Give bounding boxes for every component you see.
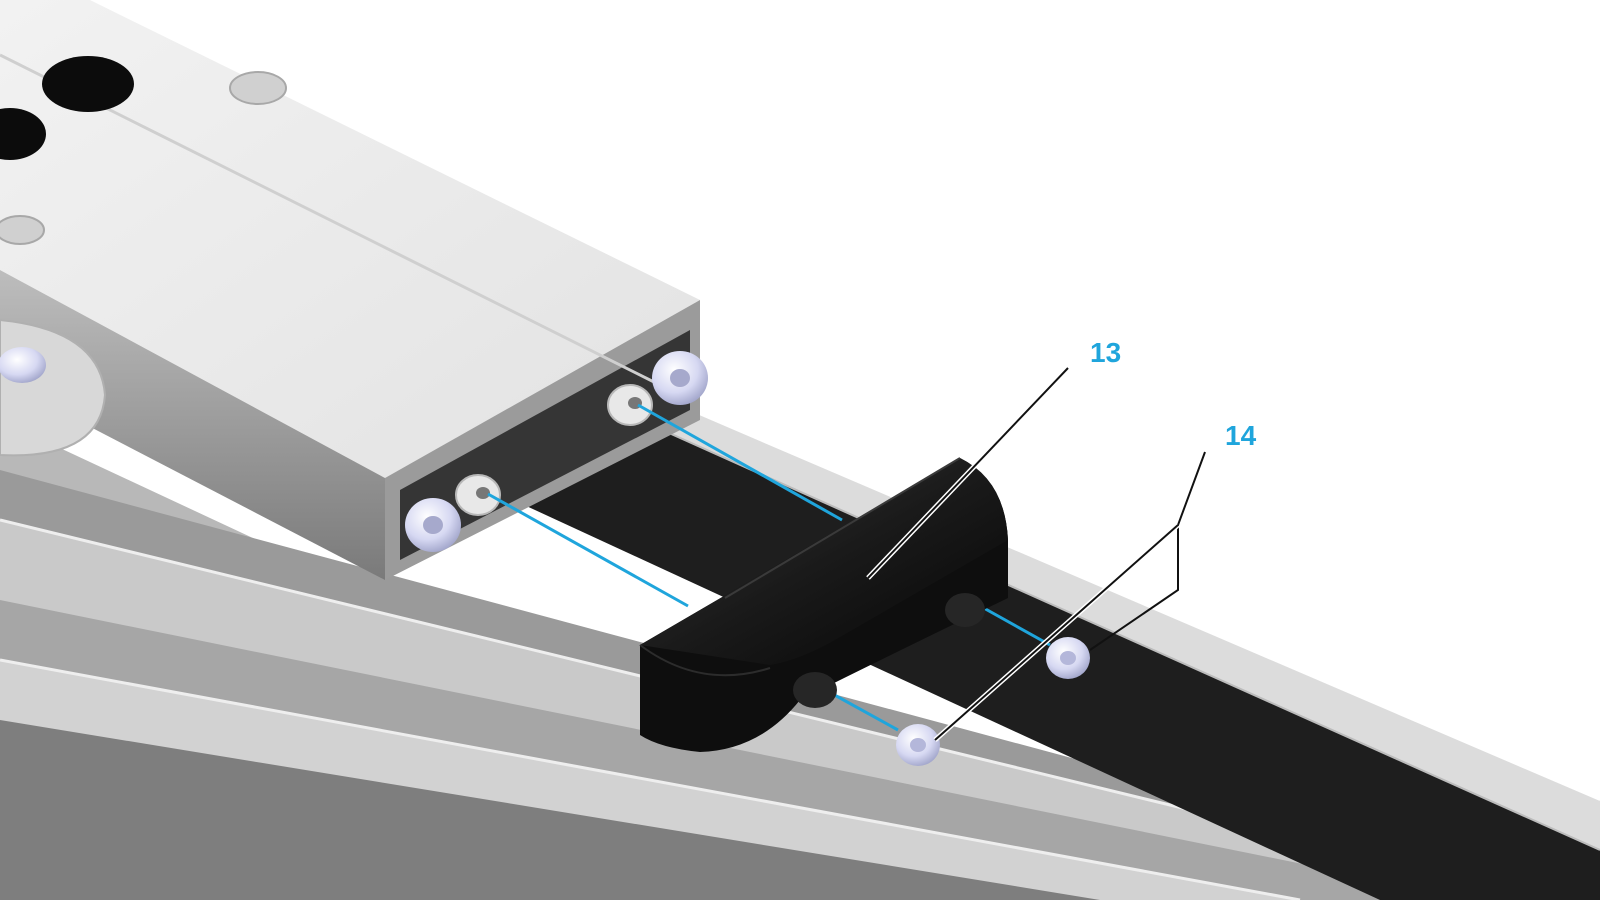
- leader-line-13: [867, 367, 1069, 579]
- alignment-line: [637, 403, 843, 522]
- end-cap: [639, 457, 1008, 752]
- leader-line-14: [1089, 451, 1206, 651]
- end-face-fasteners: [405, 351, 708, 552]
- linear-rail-profile: [0, 420, 1600, 900]
- callout-label-13: 13: [1090, 337, 1121, 368]
- alignment-line: [487, 492, 689, 608]
- button-head-screws: [896, 637, 1090, 766]
- leader-lines: [866, 366, 1206, 742]
- callout-label-14: 14: [1225, 420, 1257, 451]
- counterbore-hole: [229, 71, 287, 105]
- mounting-hole: [42, 56, 134, 112]
- leader-line-14: [934, 524, 1179, 741]
- side-screw-icon: [0, 347, 46, 383]
- counterbore-hole: [0, 215, 45, 245]
- mounting-hole: [0, 108, 46, 160]
